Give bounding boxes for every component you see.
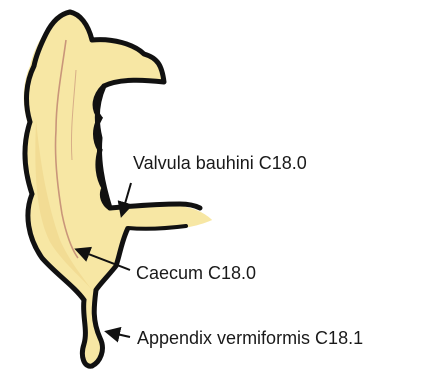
valvula-label: Valvula bauhini C18.0 — [133, 152, 307, 174]
appendix-label: Appendix vermiformis C18.1 — [137, 327, 363, 349]
caecum-label: Caecum C18.0 — [136, 262, 256, 284]
appendix-arrow — [108, 332, 130, 337]
colon-body — [24, 12, 212, 366]
